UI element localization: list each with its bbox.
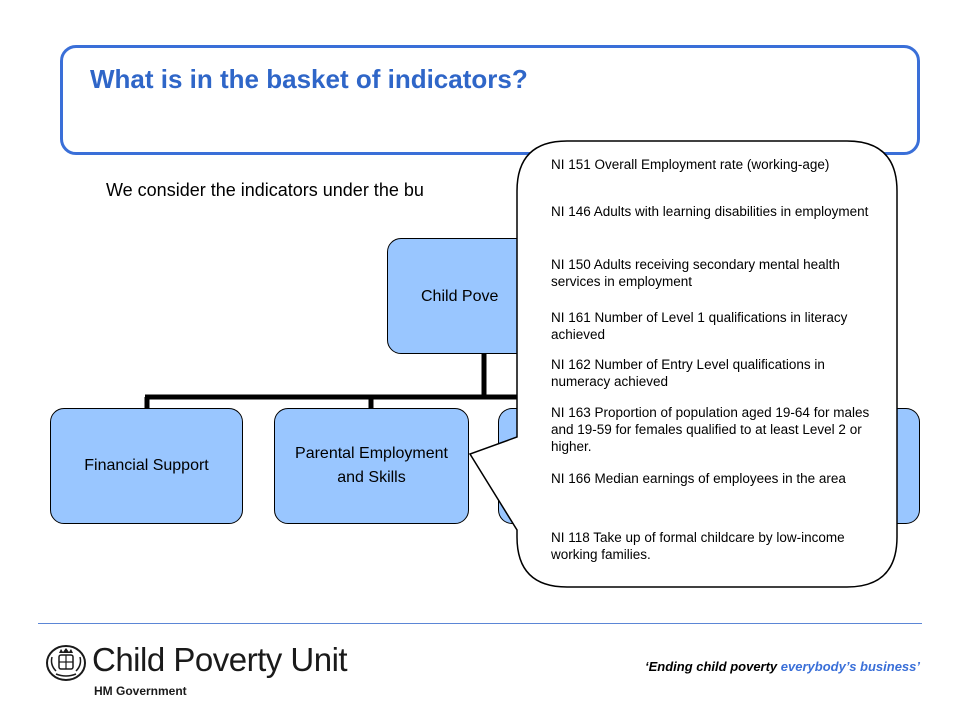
root-node-label: Child Pove bbox=[421, 288, 499, 305]
node-parental-employment: Parental Employment and Skills bbox=[274, 408, 469, 524]
indicator-ni150: NI 150 Adults receiving secondary mental… bbox=[551, 257, 840, 289]
footer-divider bbox=[38, 623, 922, 624]
indicator-ni118: NI 118 Take up of formal childcare by lo… bbox=[551, 530, 845, 562]
title-frame bbox=[60, 45, 920, 155]
royal-crest-icon bbox=[46, 645, 86, 681]
node-financial-support: Financial Support bbox=[50, 408, 243, 524]
node-financial-support-label: Financial Support bbox=[84, 457, 209, 474]
indicator-ni162: NI 162 Number of Entry Level qualificati… bbox=[551, 357, 825, 389]
tagline-accent: everybody’s business’ bbox=[780, 659, 920, 674]
indicator-ni151: NI 151 Overall Employment rate (working-… bbox=[551, 157, 830, 172]
indicator-ni146: NI 146 Adults with learning disabilities… bbox=[551, 204, 869, 219]
indicator-ni163: NI 163 Proportion of population aged 19-… bbox=[551, 405, 870, 454]
logo-wordmark: Child Poverty Unit bbox=[92, 641, 348, 678]
indicator-ni161: NI 161 Number of Level 1 qualifications … bbox=[551, 310, 848, 342]
indicator-ni166: NI 166 Median earnings of employees in t… bbox=[551, 471, 846, 486]
node-parental-employment-label: Parental Employment and Skills bbox=[295, 445, 448, 486]
tagline-prefix: ‘Ending child poverty bbox=[644, 659, 781, 674]
intro-text: We consider the indicators under the bu bbox=[106, 180, 424, 200]
callout-bubble-shape bbox=[468, 140, 898, 588]
slide-title: What is in the basket of indicators? bbox=[90, 64, 528, 94]
logo-subtitle: HM Government bbox=[94, 684, 187, 698]
footer-tagline: ‘Ending child poverty everybody’s busine… bbox=[645, 659, 920, 674]
